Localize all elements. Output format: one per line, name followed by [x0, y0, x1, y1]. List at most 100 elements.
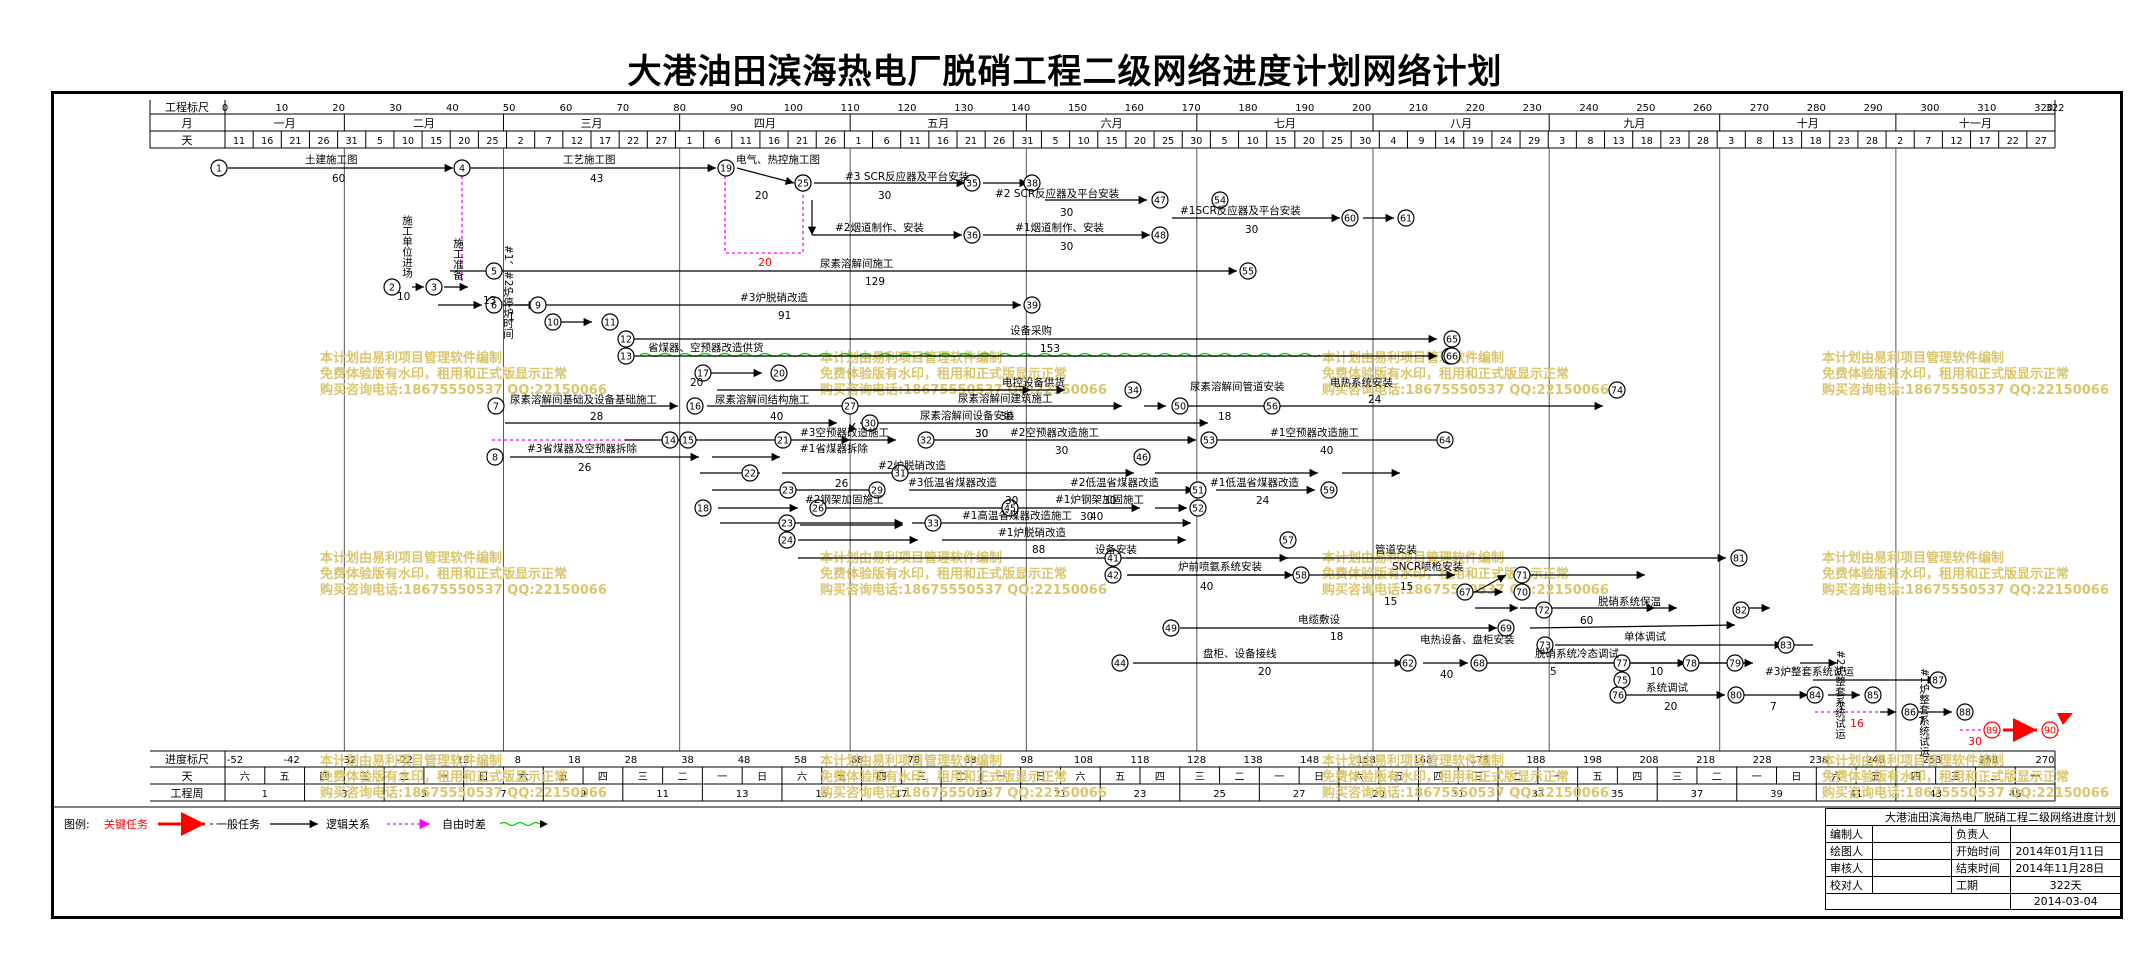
day-cell: 15 [430, 136, 442, 147]
node-number: 42 [1107, 571, 1119, 582]
day-cell: 17 [599, 136, 611, 147]
progress-tick: 148 [1300, 755, 1319, 766]
progress-tick: 78 [907, 755, 920, 766]
node-number: 65 [1446, 335, 1458, 346]
row-labels: 工程标尺 月 天 进度标尺 天 工程周 [165, 100, 209, 800]
task-duration: 7 [1838, 701, 1845, 713]
scale-tick: 210 [1409, 103, 1428, 114]
scale-tick: 320 [2034, 103, 2053, 114]
day-cell: 21 [796, 136, 808, 147]
event-node: 45 [1001, 499, 1019, 517]
weekday-cell: 五 [837, 772, 847, 783]
scale-tick: 60 [560, 103, 573, 114]
scale-tick: 50 [503, 103, 516, 114]
day-cell: 25 [486, 136, 498, 147]
task-name: #2空预器改造施工 [1010, 426, 1099, 439]
node-number: 38 [1026, 179, 1038, 190]
day-cell: 11 [740, 136, 752, 147]
event-node: 4 [453, 159, 471, 177]
day-cell: 28 [1866, 136, 1878, 147]
node-number: 75 [1616, 676, 1628, 687]
watermark-text: 免费体验版有水印，租用和正式版显示正常 [820, 769, 1067, 785]
task-name: SNCR喷枪安装 [1392, 560, 1464, 573]
progress-tick: 188 [1526, 755, 1545, 766]
node-number: 1 [216, 164, 222, 175]
progress-tick: -32 [340, 755, 356, 766]
node-number: 58 [1295, 571, 1307, 582]
node-number: 7 [493, 402, 499, 413]
node-number: 3 [431, 283, 437, 294]
progress-tick: 28 [625, 755, 638, 766]
event-node: 16 [686, 397, 704, 415]
activity-arrow [1529, 620, 1736, 630]
watermark-text: 购买咨询电话:18675550537 QQ:22150066 [1322, 382, 1609, 398]
node-number: 18 [697, 504, 709, 515]
node-number: 44 [1114, 659, 1126, 670]
page-title: 大港油田滨海热电厂脱硝工程二级网络进度计划网络计划 [627, 52, 1503, 92]
day-cell: 26 [993, 136, 1005, 147]
event-node: 86 [1901, 703, 1919, 721]
task-name: #3空预器改造施工 [800, 426, 889, 439]
weekday-cell: 四 [1632, 772, 1642, 783]
end-label: 结束时间 [1950, 859, 2012, 877]
day-cell: 13 [1781, 136, 1793, 147]
progress-tick: 258 [1922, 755, 1941, 766]
week-cell: 29 [1372, 789, 1385, 800]
event-node: 31 [891, 464, 909, 482]
task-name: #1省煤器拆除 [800, 442, 868, 455]
month-cell: 七月 [1274, 117, 1296, 130]
end-value: 2014年11月28日 [2010, 859, 2121, 877]
node-number: 10 [547, 318, 559, 329]
task-name: #2 SCR反应器及平台安装 [995, 187, 1120, 200]
weekday-cell: 日 [757, 772, 767, 783]
legend-normal-label: 一般任务 [216, 818, 260, 831]
weekday-cell: 五 [1871, 772, 1881, 783]
node-number: 57 [1282, 536, 1294, 547]
chart-frame [51, 91, 2123, 919]
progress-tick: 248 [1866, 755, 1885, 766]
watermark-text: 购买咨询电话:18675550537 QQ:22150066 [1822, 785, 2109, 801]
node-number: 17 [697, 369, 709, 380]
event-node: 57 [1279, 531, 1297, 549]
scale-tick: 300 [1920, 103, 1939, 114]
day-cell: 3 [1728, 136, 1734, 147]
task-duration: 10 [1650, 666, 1663, 678]
node-number: 55 [1242, 267, 1254, 278]
day-cell: 19 [1472, 136, 1484, 147]
progress-tick: 68 [851, 755, 864, 766]
node-number: 76 [1612, 691, 1624, 702]
progress-tick: -52 [227, 755, 243, 766]
node-number: 48 [1154, 231, 1166, 242]
task-duration: 30 [975, 428, 988, 440]
day-cell: 22 [2007, 136, 2019, 147]
weekday-label: 天 [182, 770, 193, 783]
activity-arrow [736, 167, 795, 185]
day-cell: 10 [1078, 136, 1090, 147]
scale-tick: 270 [1750, 103, 1769, 114]
watermark-text: 免费体验版有水印，租用和正式版显示正常 [1322, 366, 1569, 382]
scale-tick: 90 [730, 103, 743, 114]
event-node: 36 [963, 226, 981, 244]
month-label: 月 [182, 117, 193, 130]
event-node: 44 [1111, 654, 1129, 672]
task-duration: 30 [1103, 495, 1116, 507]
node-number: 39 [1026, 301, 1038, 312]
node-number: 56 [1266, 402, 1278, 413]
scale-tick: 0 [222, 103, 228, 114]
task-name: 电气、热控施工图 [736, 153, 820, 166]
float-lines [461, 170, 2000, 731]
watermark-text: 本计划由易利项目管理软件编制 [1822, 350, 2004, 366]
node-number: 41 [1107, 554, 1119, 565]
node-number: 6 [491, 301, 497, 312]
event-node: 34 [1124, 381, 1142, 399]
day-cell: 20 [1134, 136, 1146, 147]
watermark-text: 购买咨询电话:18675550537 QQ:22150066 [820, 785, 1107, 801]
node-number: 79 [1729, 659, 1741, 670]
activity-arrow [1474, 574, 1507, 593]
week-cell: 3 [341, 789, 347, 800]
task-duration: 24 [1368, 394, 1382, 406]
weekday-cell: 六 [1354, 771, 1364, 783]
float-label: 16 [1850, 717, 1864, 730]
